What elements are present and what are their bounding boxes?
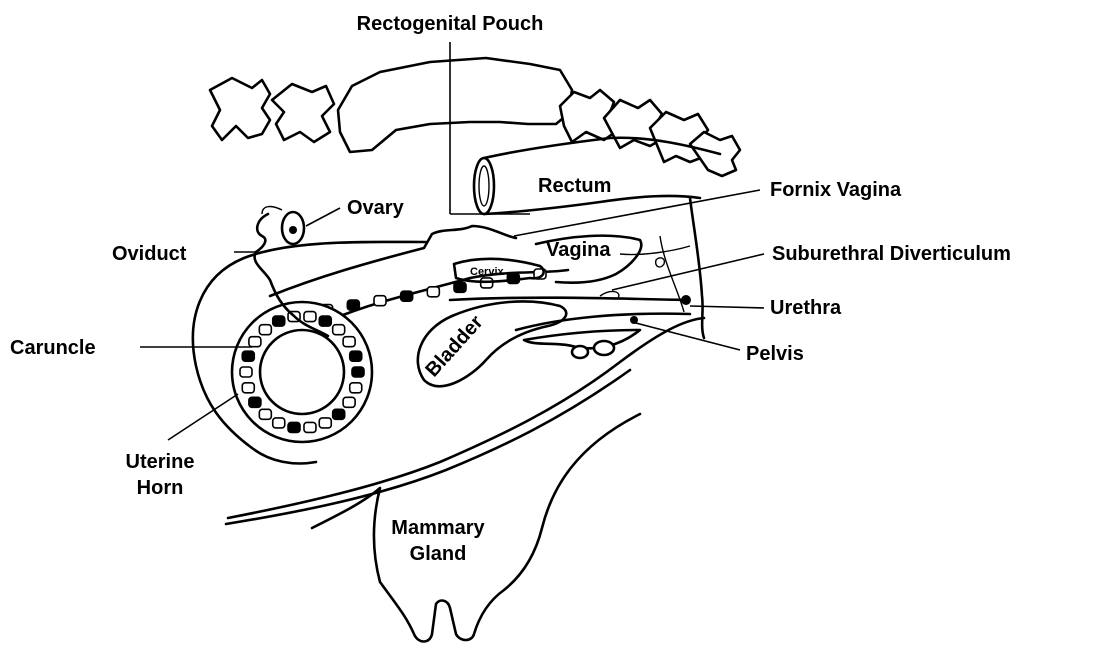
caruncle-dot xyxy=(333,325,345,335)
caruncle-dot xyxy=(240,367,252,377)
label-uterine-horn-line2: Horn xyxy=(137,477,184,499)
caruncle-dot xyxy=(374,296,386,306)
label-rectum: Rectum xyxy=(538,175,611,197)
caruncle-dot xyxy=(273,418,285,428)
label-fornix-vagina: Fornix Vagina xyxy=(770,179,902,201)
label-cervix: Cervix xyxy=(470,266,505,278)
caruncle-dot xyxy=(352,367,364,377)
caruncle-dot xyxy=(249,397,261,407)
caruncle-dot xyxy=(319,316,331,326)
caruncle-dot xyxy=(343,337,355,347)
label-vagina: Vagina xyxy=(546,239,611,261)
caruncle-dot xyxy=(304,422,316,432)
caruncle-dot xyxy=(259,409,271,419)
caruncle-dot xyxy=(304,312,316,322)
caruncle-dot xyxy=(288,422,300,432)
label-oviduct: Oviduct xyxy=(112,243,187,265)
ovary xyxy=(282,212,304,244)
caruncle-dot xyxy=(347,300,359,310)
caruncle-dot xyxy=(319,418,331,428)
caruncle-dot xyxy=(333,409,345,419)
caruncle-dot xyxy=(242,351,254,361)
caruncle-dot xyxy=(454,282,466,292)
caruncle-dot xyxy=(242,383,254,393)
caruncle-dot xyxy=(401,291,413,301)
caruncle-dot xyxy=(249,337,261,347)
caruncle-dot xyxy=(350,351,362,361)
label-mammary-gland-line2: Gland xyxy=(410,543,467,565)
caruncle-dot xyxy=(427,287,439,297)
caruncle-dot xyxy=(343,397,355,407)
label-mammary-gland-line1: Mammary xyxy=(391,517,485,539)
body-outline xyxy=(660,198,704,338)
label-caruncle: Caruncle xyxy=(10,337,96,359)
label-suburethral-diverticulum: Suburethral Diverticulum xyxy=(772,243,1011,265)
label-uterine-horn-line1: Uterine xyxy=(126,451,195,473)
caruncle-dot xyxy=(259,325,271,335)
vertebrae xyxy=(210,58,740,176)
label-ovary: Ovary xyxy=(347,197,405,219)
caruncle-dot xyxy=(273,316,285,326)
label-urethra: Urethra xyxy=(770,297,842,319)
label-rectogenital-pouch: Rectogenital Pouch xyxy=(357,13,544,35)
label-pelvis: Pelvis xyxy=(746,343,804,365)
urethra xyxy=(450,292,691,305)
caruncle-dot xyxy=(350,383,362,393)
